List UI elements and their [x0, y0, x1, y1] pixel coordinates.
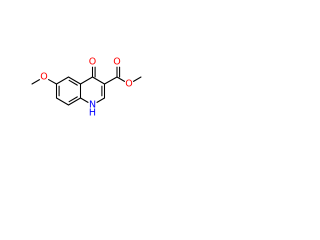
single-bond-c_ester-o_ester [116, 76, 126, 82]
double-bond-c8-c8a [67, 97, 82, 106]
single-bond-c8a-n1 [79, 97, 89, 103]
single-bond-c3-c_ester [103, 76, 118, 85]
single-bond-o_methoxy-c_me_methoxy [31, 79, 41, 85]
atom-label-o_ester: O [125, 79, 132, 90]
bond-layer [31, 66, 142, 106]
single-bond-n1-c2 [96, 97, 106, 103]
atom-label-n1: N [89, 100, 96, 111]
single-bond-o_ester-c_me_ester [132, 76, 142, 82]
double-bond-c4a-c5 [67, 76, 82, 85]
single-bond-c4-c4a [79, 76, 94, 85]
double-bond-c8-c8a-inner [68, 96, 78, 103]
atom-label-o_carbonyl: O [113, 57, 120, 68]
atom-label-h1: H [89, 108, 96, 119]
single-bond-c6-o_methoxy [48, 79, 58, 85]
atom-label-o4: O [89, 57, 96, 68]
single-bond-c7-c8 [55, 97, 70, 106]
double-bond-c4a-c5-inner [68, 79, 78, 86]
single-bond-c5-c6 [55, 76, 70, 85]
single-bond-c3-c4 [91, 76, 106, 85]
atom-label-o_methoxy: O [40, 72, 47, 83]
